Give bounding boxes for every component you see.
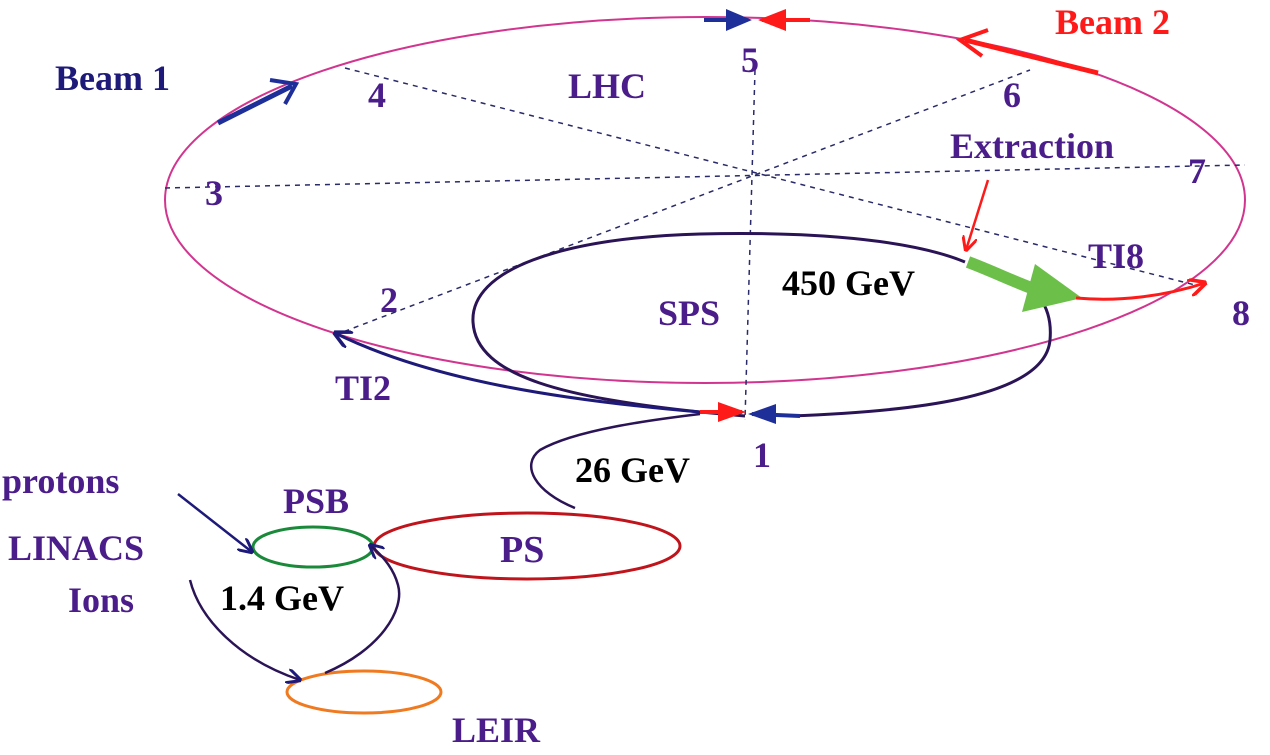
point5-blue-arrowhead: [726, 9, 752, 31]
extraction-indicator-arrow: [966, 179, 990, 250]
point-6-label: 6: [1003, 75, 1021, 115]
energy-26-label: 26 GeV: [575, 450, 690, 490]
point-7-label: 7: [1188, 151, 1206, 191]
ps-to-sps-line: [529, 412, 701, 510]
dashed-line-4-8: [344, 67, 1196, 286]
ps-label: PS: [500, 529, 544, 571]
protons-arrow: [177, 493, 252, 552]
interaction-point-lines: [164, 67, 1246, 421]
linacs-label: LINACS: [8, 528, 144, 568]
beam2-arrowhead: [955, 28, 989, 58]
ions-to-leir-line: [188, 579, 300, 680]
point-2-label: 2: [380, 280, 398, 320]
point5-red-arrowhead: [758, 9, 786, 31]
lhc-ring: [164, 16, 1246, 384]
ions-label: Ions: [68, 580, 134, 620]
dashed-line-5-1: [744, 69, 756, 421]
beam1-label: Beam 1: [55, 58, 170, 98]
sps-ring: [471, 232, 1052, 418]
extraction-green-arrowhead: [1022, 264, 1082, 312]
point-3-label: 3: [205, 173, 223, 213]
energy-450-label: 450 GeV: [782, 263, 915, 303]
lhc-label: LHC: [568, 66, 646, 106]
leir-to-ps-line: [324, 545, 401, 675]
beam2-label: Beam 2: [1055, 2, 1170, 42]
point-8-label: 8: [1232, 293, 1250, 333]
leir-label: LEIR: [452, 710, 541, 750]
ti2-label: TI2: [335, 368, 391, 408]
point-5-label: 5: [741, 40, 759, 80]
beam1-arrow: [216, 83, 294, 126]
leir-ring: [285, 669, 443, 715]
ti8-transfer-line: [1075, 283, 1205, 301]
sps-label: SPS: [658, 293, 720, 333]
point1-red-arrowhead: [718, 402, 746, 422]
extraction-label: Extraction: [950, 126, 1114, 166]
point-1-label: 1: [753, 435, 771, 475]
point1-blue-arrowhead: [748, 404, 776, 424]
point-4-label: 4: [368, 75, 386, 115]
psb-ring: [251, 525, 375, 569]
dashed-line-3-7: [164, 164, 1246, 189]
beam1-arrowhead: [269, 78, 300, 105]
psb-label: PSB: [283, 481, 349, 521]
protons-label: protons: [2, 461, 119, 501]
energy-1-4-label: 1.4 GeV: [220, 578, 344, 618]
beam2-arrow: [964, 37, 1099, 76]
ti2-transfer-line: [335, 333, 701, 414]
ti8-label: TI8: [1088, 236, 1144, 276]
dashed-line-2-6: [334, 69, 1031, 336]
